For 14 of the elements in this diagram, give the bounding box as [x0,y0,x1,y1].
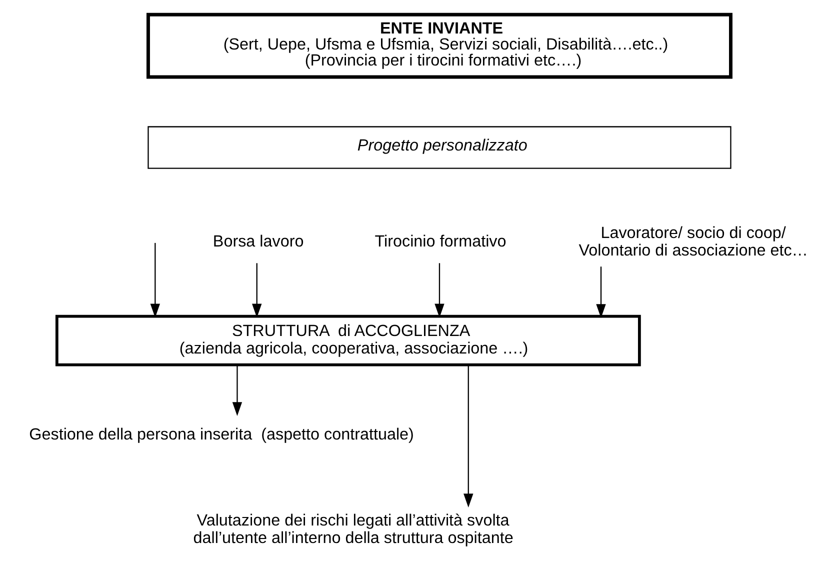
node-box: STRUTTURA di ACCOGLIENZA (azienda agricola, cooperativa, associazione ….) [55,314,641,366]
node-text: Lavoratore/ socio di coop/ Volontario di associazione etc… [578,224,808,260]
node-box: ENTE INVIANTE (Sert, Uepe, Ufsma e Ufsmia, Servizi sociali, Disabilità….etc..) (Provincia per i tirocini formativi etc….) [146,12,732,79]
arrow [596,266,606,318]
node-box: Progetto personalizzato [148,126,732,169]
node-text: Tirocinio formativo [374,232,506,251]
arrow [252,263,262,318]
arrow [232,364,242,416]
node-text: Borsa lavoro [212,232,304,251]
arrow [464,364,474,508]
arrow [150,242,160,318]
arrow [434,263,444,318]
node-text: Valutazione dei rischi legati all’attività svolta dall’utente all’interno della struttura ospitante [193,512,514,548]
node-text: Gestione della persona inserita (aspetto contrattuale) [29,426,414,444]
